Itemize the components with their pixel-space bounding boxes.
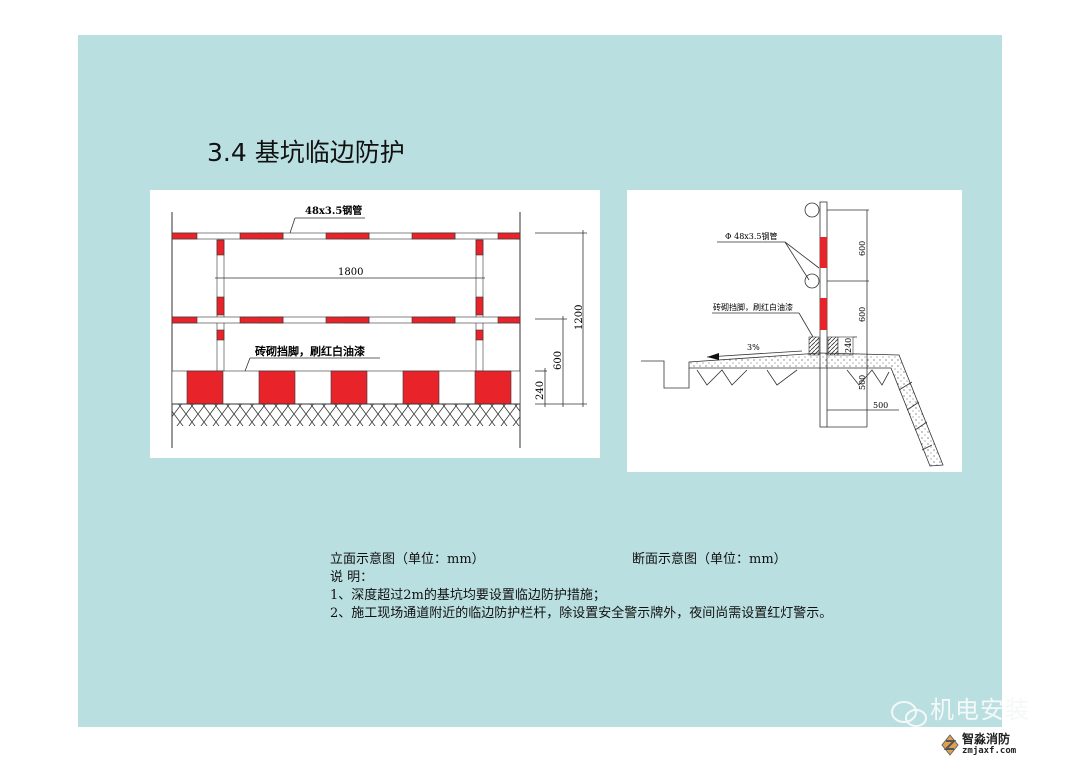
- post-red-band: [475, 239, 484, 256]
- site-logo-icon: [941, 734, 959, 756]
- slope-label: 3%: [747, 343, 760, 352]
- kick-label: 砖砌挡脚，刷红白油漆: [713, 302, 793, 312]
- dim-240: 240: [535, 381, 546, 400]
- note-item: 2、施工现场通道附近的临边防护栏杆，除设置安全警示牌外，夜间尚需设置红灯警示。: [330, 606, 833, 621]
- dim-1200: 1200: [574, 305, 585, 330]
- rail-red-band: [171, 316, 198, 324]
- span-dimension: 1800: [338, 267, 363, 278]
- pipe-label: Φ 48x3.5钢管: [725, 231, 778, 241]
- caption-elevation: 立面示意图（单位：mm）: [330, 552, 485, 567]
- kickboard-red-block: [474, 370, 512, 405]
- rail-red-band: [325, 316, 370, 324]
- dim-600-top: 600: [858, 241, 867, 256]
- pipe-label: 48x3.5钢管: [305, 204, 362, 217]
- rail-red-band: [171, 232, 198, 240]
- rail-red-band: [411, 316, 456, 324]
- section-drawing: Φ 48x3.5钢管 砖砌挡脚，刷红白油漆 3% 600 600 240 500…: [627, 190, 962, 472]
- wechat-icon: [891, 701, 927, 727]
- kickboard-red-block: [402, 370, 440, 405]
- rail-red-band: [239, 316, 284, 324]
- dim-500-horizontal: 500: [873, 401, 888, 410]
- page-title: 3.4 基坑临边防护: [207, 138, 405, 167]
- kickboard-red-block: [258, 370, 296, 405]
- dim-600-bottom: 600: [858, 307, 867, 322]
- kickboard-red-block: [330, 370, 368, 405]
- post-red-band: [216, 329, 225, 341]
- kickboard-red-block: [186, 370, 224, 405]
- dim-600: 600: [553, 351, 564, 370]
- rail-red-band: [497, 316, 521, 324]
- site-name: 智淼消防: [962, 732, 1011, 746]
- rail-red-band: [325, 232, 370, 240]
- post-red-band: [216, 296, 225, 316]
- rail-red-band: [497, 232, 521, 240]
- rail-red-band: [239, 232, 284, 240]
- post-red-band: [475, 329, 484, 341]
- dim-240: 240: [844, 338, 853, 353]
- kick-label: 砖砌挡脚，刷红白油漆: [255, 344, 365, 358]
- dim-500-vertical: 500: [858, 375, 867, 390]
- notes-heading: 说 明：: [330, 570, 374, 585]
- rail-red-band: [411, 232, 456, 240]
- post-red-band: [216, 239, 225, 256]
- caption-section: 断面示意图（单位：mm）: [632, 552, 787, 567]
- post-red-band: [475, 296, 484, 316]
- watermark-brand: 机电安装: [930, 696, 1030, 724]
- elevation-drawing: 48x3.5钢管 1800 砖砌挡脚，刷红白油漆 1200 600 240: [150, 190, 600, 458]
- note-item: 1、深度超过2m的基坑均要设置临边防护措施；: [330, 588, 606, 603]
- site-url: zmjaxf.com: [962, 746, 1017, 756]
